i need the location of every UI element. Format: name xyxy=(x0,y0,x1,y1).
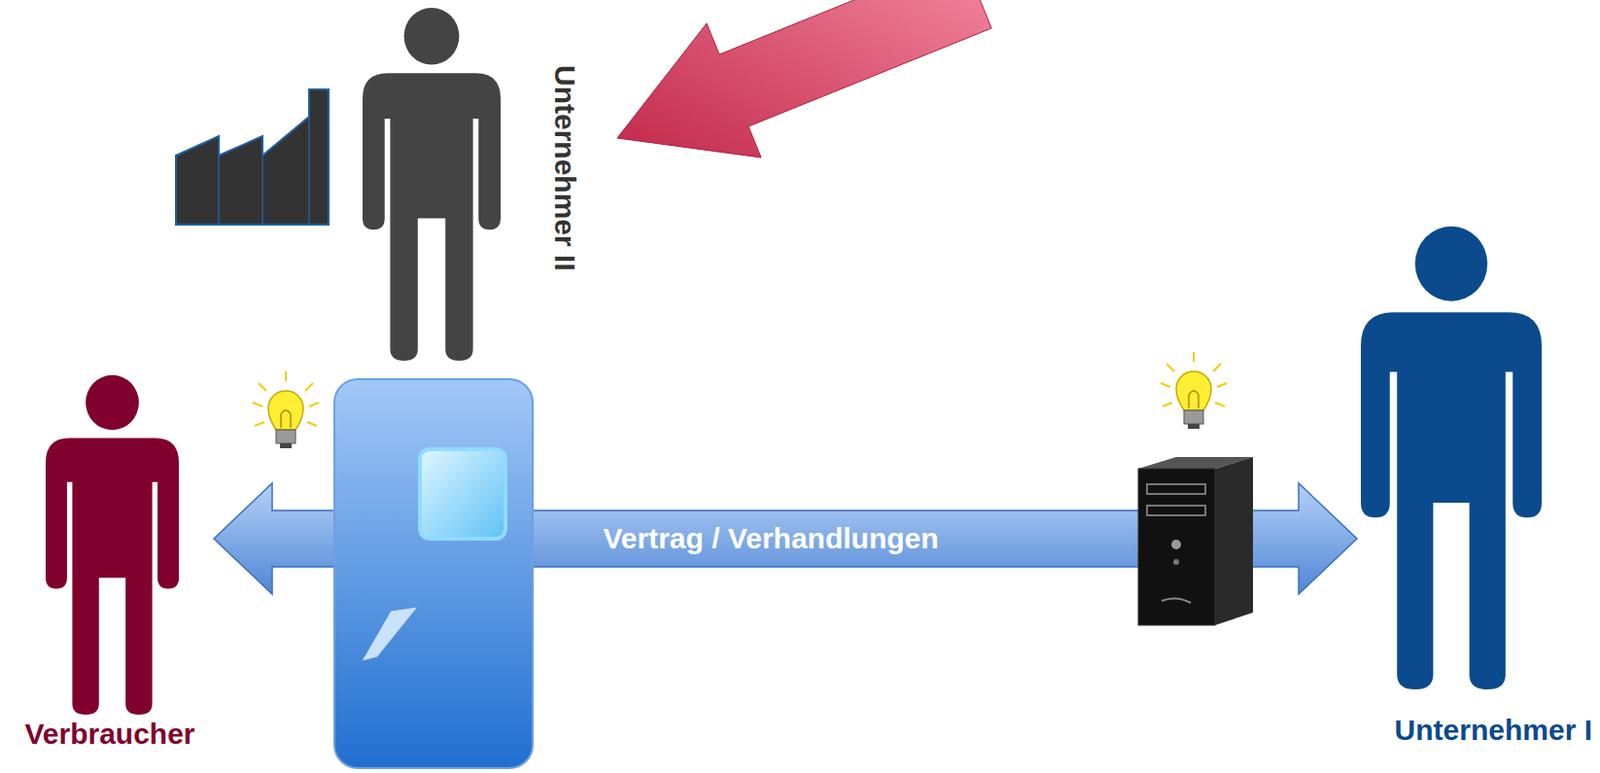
factory-icon xyxy=(175,89,329,225)
light-bulb xyxy=(1160,351,1227,429)
factory-line xyxy=(308,116,311,225)
computer-top xyxy=(1138,456,1253,469)
person-node: Unternehmer I xyxy=(1356,222,1595,756)
pointer-arrow xyxy=(617,0,992,158)
person-node: Verbraucher xyxy=(5,372,214,762)
person-figure xyxy=(362,4,501,361)
computer-tower xyxy=(1138,468,1216,626)
phone-button xyxy=(419,449,506,539)
person-label: Verbraucher xyxy=(24,717,195,752)
person-label: Unternehmer I xyxy=(1394,713,1593,748)
power-led xyxy=(1173,558,1180,565)
edge-label: Vertrag / Verhandlungen xyxy=(602,521,939,556)
person-node: Unternehmer II xyxy=(362,4,588,361)
computer-vent xyxy=(1161,597,1191,603)
drive-slot xyxy=(1147,484,1206,494)
drive-slot xyxy=(1147,505,1206,516)
person-figure xyxy=(1360,222,1542,690)
person-figure xyxy=(45,372,179,715)
person-label: Unternehmer II xyxy=(547,65,582,272)
phone-icon xyxy=(334,379,533,768)
factory-line xyxy=(261,155,264,225)
factory-line xyxy=(217,155,220,225)
power-button xyxy=(1171,539,1182,550)
computer-side xyxy=(1215,456,1253,626)
light-bulb xyxy=(252,371,319,449)
phone-glint xyxy=(361,606,418,661)
